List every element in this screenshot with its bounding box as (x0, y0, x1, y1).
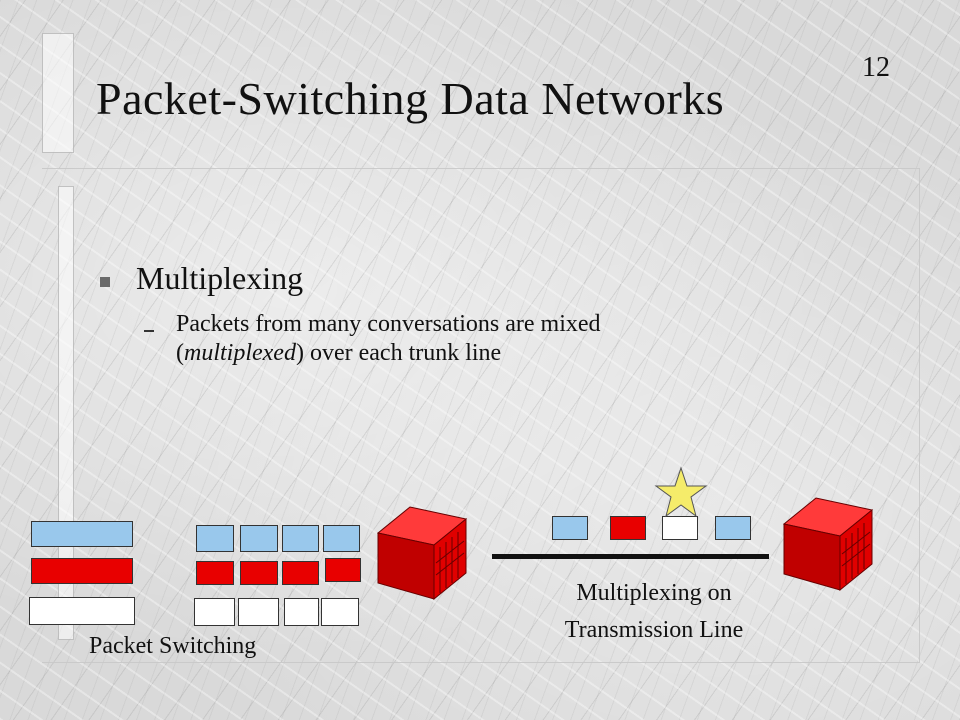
sub-bullet-rest: ) over each trunk line (295, 340, 502, 366)
transmission-line (492, 554, 769, 559)
packet-blue (282, 525, 319, 552)
message-block-red (31, 558, 133, 584)
packet-white (321, 598, 359, 626)
frame-line-right (919, 168, 920, 662)
page-number: 12 (862, 52, 890, 83)
packet-switching-label: Packet Switching (89, 633, 257, 659)
packet-blue (196, 525, 234, 552)
sub-bullet-line-1: Packets from many conversations are mixe… (176, 311, 601, 337)
network-switch-icon (376, 506, 468, 601)
sub-bullet-italic-word: multiplexed (184, 340, 296, 366)
packet-red (196, 561, 234, 585)
message-block-blue (31, 521, 133, 547)
trunk-packet-blue (715, 516, 751, 540)
message-block-white (29, 597, 135, 625)
trunk-packet-blue (552, 516, 588, 540)
network-switch-icon (782, 497, 874, 592)
sub-bullet-paren-open: ( (176, 340, 184, 366)
star-icon (654, 466, 708, 518)
sub-bullet-line-2: (multiplexed) over each trunk line (176, 340, 501, 367)
multiplexing-label-line-2: Transmission Line (564, 617, 744, 643)
bullet-square-icon (100, 277, 110, 287)
packet-red (240, 561, 278, 585)
packet-white (238, 598, 279, 626)
trunk-packet-white (662, 516, 698, 540)
packet-blue (240, 525, 278, 552)
packet-white (284, 598, 319, 626)
sub-bullet-dash-icon (144, 330, 154, 332)
packet-blue (323, 525, 360, 552)
packet-white (194, 598, 235, 626)
frame-bar-top (42, 33, 74, 153)
frame-line-bottom (42, 662, 920, 663)
packet-red (325, 558, 361, 582)
packet-red (282, 561, 319, 585)
page-title: Packet-Switching Data Networks (96, 73, 725, 124)
bullet-multiplexing: Multiplexing (136, 260, 304, 296)
frame-line-top (42, 168, 920, 169)
multiplexing-label-line-1: Multiplexing on (576, 580, 732, 606)
trunk-packet-red (610, 516, 646, 540)
